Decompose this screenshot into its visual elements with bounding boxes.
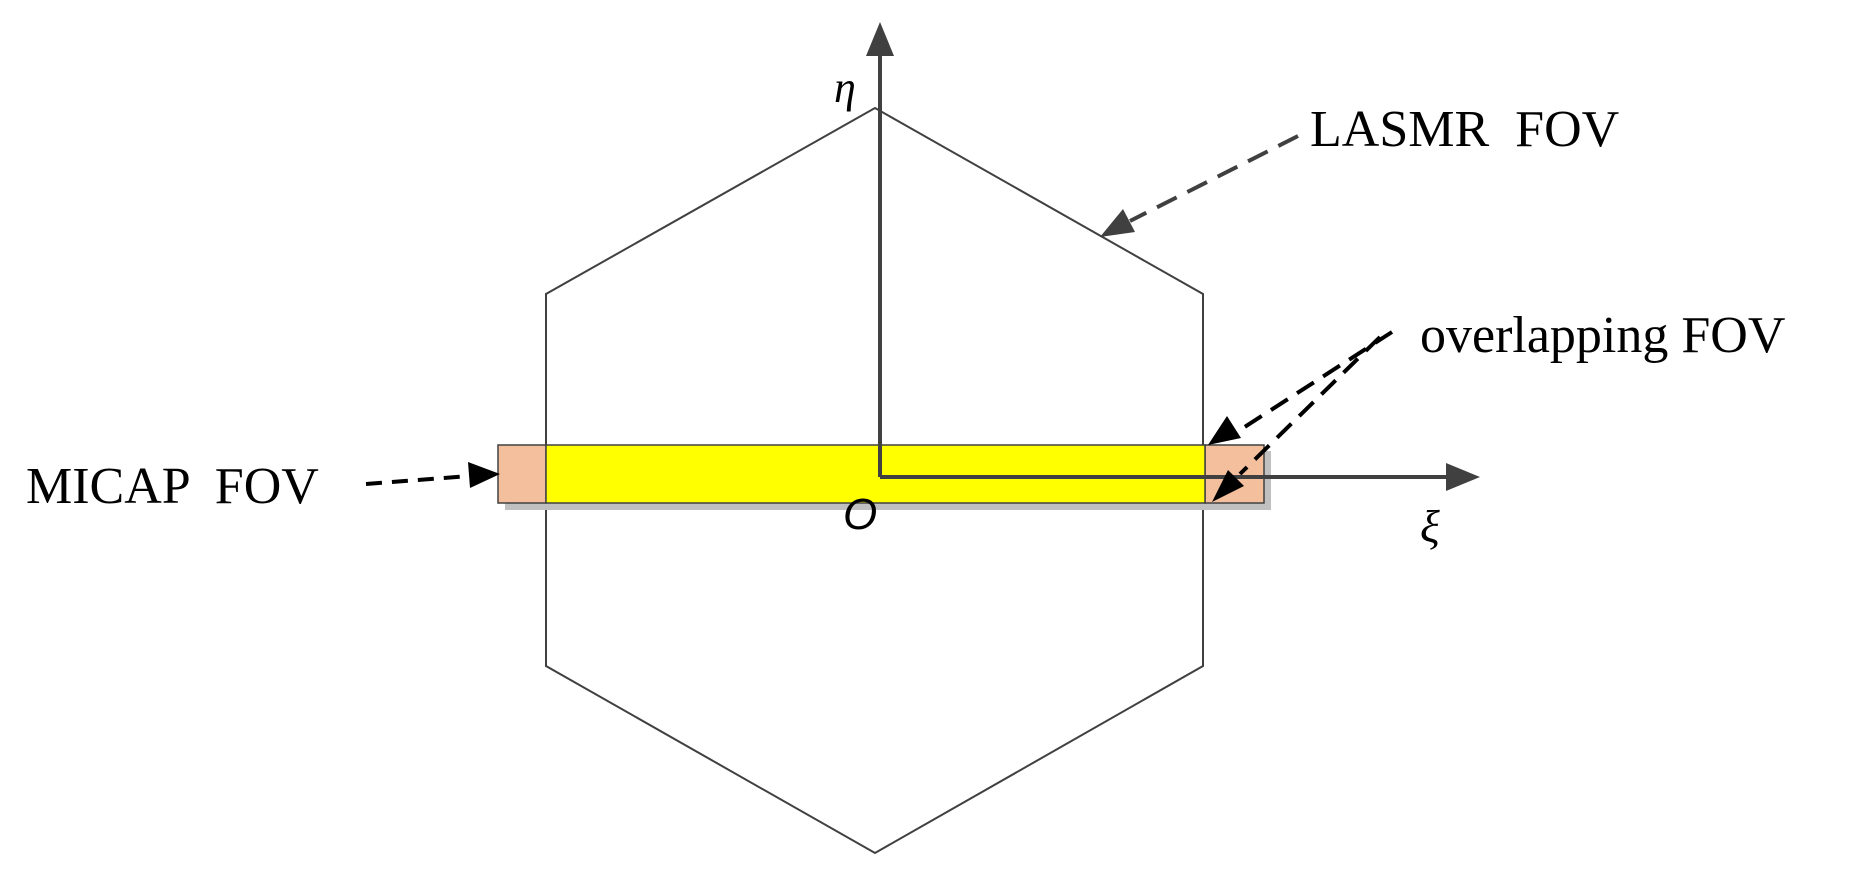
lasmr-pointer-line xyxy=(1129,134,1299,223)
xi-axis-arrowhead xyxy=(1446,463,1480,491)
micap-pointer-line xyxy=(365,474,471,486)
overlap-region-right xyxy=(1204,444,1265,504)
micap-strip-left-overlap xyxy=(497,444,547,504)
micap-pointer-arrowhead xyxy=(468,462,500,488)
lasmr-hexagon xyxy=(545,106,1204,855)
overlap-pointer-line-lower xyxy=(1238,335,1382,476)
overlap-pointer-arrowhead-lower xyxy=(1212,470,1244,502)
lasmr-pointer-arrowhead xyxy=(1100,209,1135,237)
eta-axis-arrowhead xyxy=(866,22,894,56)
overlapping-fov-label: overlapping FOV xyxy=(1420,307,1785,364)
xi-axis-label: ξ xyxy=(1420,501,1440,552)
micap-fov-label: MICAP FOV xyxy=(26,458,319,515)
overlap-pointer-arrowhead-upper xyxy=(1208,416,1241,445)
micap-strip-center xyxy=(545,444,1206,504)
eta-axis-label: η xyxy=(834,63,856,112)
lasmr-fov-label: LASMR FOV xyxy=(1310,101,1619,158)
origin-label: O xyxy=(843,490,877,539)
